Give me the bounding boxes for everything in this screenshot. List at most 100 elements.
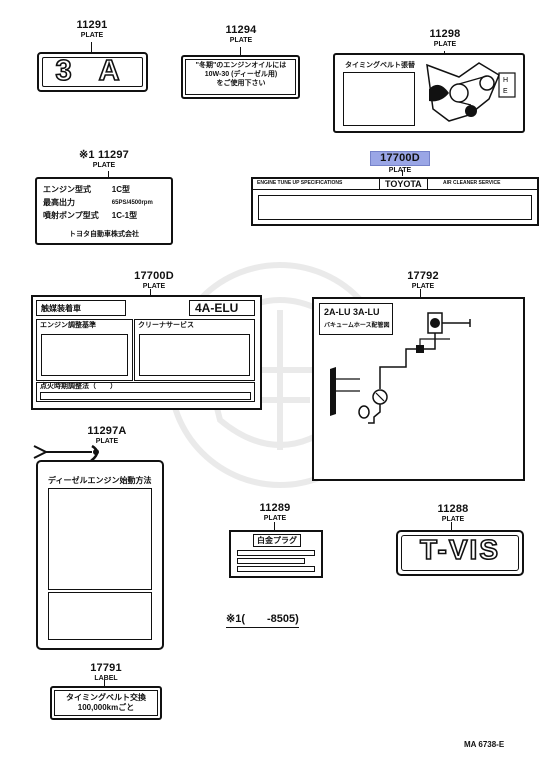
blank-area (258, 195, 532, 220)
timing-belt-diagram: H E (426, 62, 516, 122)
leader-line (420, 289, 421, 297)
part-type: PLATE (411, 283, 435, 290)
left-caption: ENGINE TUNE UP SPECIFICATIONS (257, 180, 343, 186)
leader-line (274, 522, 275, 530)
label-17791: タイミングベルト交換 100,000kmごと (50, 686, 162, 720)
plate-inner-border (401, 535, 519, 571)
part-type: LABEL (94, 675, 118, 682)
text-line: 100,000kmごと (77, 703, 135, 712)
plate-17700D-top: ENGINE TUNE UP SPECIFICATIONS TOYOTA AIR… (251, 177, 539, 226)
part-number: 11297 (98, 149, 129, 161)
leader-line (108, 171, 109, 177)
blank-area (48, 488, 152, 590)
part-type: PLATE (263, 515, 287, 522)
text-line: タイミングベルト交換 (66, 693, 146, 702)
part-number: 11298 (429, 28, 461, 40)
plate-text: "冬期"のエンジンオイルには 10W-30 (ディーゼル用) をご使用下さい (189, 62, 293, 88)
part-number-11298: 11298 PLATE (415, 28, 475, 49)
plate-title: 白金プラグ (253, 534, 301, 547)
plate-text-3a: 3 A (55, 54, 130, 88)
header-text: 触媒装着車 (41, 304, 81, 313)
col-box-1: エンジン調整基準 (36, 319, 133, 381)
col-box-2: クリーナサービス (134, 319, 255, 381)
text-line: 10W-30 (ディーゼル用) (204, 70, 278, 78)
plate-title: ディーゼルエンジン始動方法 (48, 476, 152, 485)
plate-11288: T-VIS (396, 530, 524, 576)
stripe (237, 558, 305, 564)
part-number: 11291 (76, 19, 108, 31)
plate-11298: タイミングベルト張替 H E (333, 53, 525, 133)
text-line: "冬期"のエンジンオイルには (195, 62, 287, 69)
model-text: 4A-ELU (195, 301, 239, 315)
part-number-11291: 11291 PLATE (62, 19, 122, 40)
part-type: PLATE (388, 167, 412, 174)
stripe (237, 566, 315, 572)
leader-line (451, 522, 452, 530)
drawing-reference: MA 6738-E (464, 740, 505, 749)
part-type: PLATE (80, 32, 104, 39)
text-line: をご使用下さい (216, 79, 266, 87)
part-number-11289: 11289 PLATE (245, 502, 305, 523)
leader-line (150, 289, 151, 295)
part-type: PLATE (142, 283, 166, 290)
part-type: PLATE (95, 438, 119, 445)
label-inner-border (54, 690, 158, 716)
part-number-17700D-top: 17700D PLATE (370, 151, 430, 174)
title-box: 2A-LU 3A-LU バキュームホース配管図 (319, 303, 393, 335)
part-number-17792: 17792 PLATE (393, 270, 453, 291)
col-title: エンジン調整基準 (40, 322, 96, 329)
plate-inner-border (42, 57, 143, 87)
part-number: 11288 (437, 503, 469, 515)
note-text: ※1( -8505) (226, 610, 299, 628)
label-text: タイミングベルト交換 100,000kmごと (52, 693, 160, 713)
subtitle-text: バキュームホース配管図 (324, 323, 390, 329)
vacuum-hose-diagram (330, 312, 471, 424)
svg-text:H: H (503, 77, 508, 84)
plate-17700D-mid: 触媒装着車 4A-ELU エンジン調整基準 クリーナサービス 点火時期調整法（ … (31, 295, 262, 410)
footer-text: 点火時期調整法（ ） (40, 383, 117, 390)
part-number: 11294 (225, 24, 257, 36)
plate-inner-border (185, 59, 296, 95)
part-type: PLATE (433, 41, 457, 48)
blank-area (343, 72, 415, 126)
part-number: 17792 (407, 270, 439, 282)
plate-11289: 白金プラグ (229, 530, 323, 578)
part-number: 11289 (259, 502, 291, 514)
leader-line (240, 47, 241, 55)
maker-name: トヨタ自動車株式会社 (69, 231, 139, 239)
blank-area (48, 592, 152, 640)
part-number-11297A: 11297A PLATE (77, 425, 137, 446)
plate-text-tvis: T-VIS (419, 533, 500, 566)
header-cell: 触媒装着車 (36, 300, 126, 316)
part-number-11288: 11288 PLATE (423, 503, 483, 524)
part-number: 17700D (134, 270, 174, 282)
blank-area (41, 334, 128, 376)
part-type: PLATE (92, 162, 116, 169)
part-number-17700D-mid: 17700D PLATE (124, 270, 184, 291)
note-mark: ※1 (79, 149, 95, 161)
part-number-17791: 17791 LABEL (76, 662, 136, 683)
leader-line (91, 42, 92, 52)
part-type: PLATE (229, 37, 253, 44)
right-caption: AIR CLEANER SERVICE (443, 180, 501, 186)
brand-badge: TOYOTA (379, 178, 428, 190)
part-number: 11297A (87, 425, 127, 437)
plate-title: タイミングベルト張替 (345, 62, 415, 69)
footer-box: 点火時期調整法（ ） (36, 382, 255, 402)
blank-area (40, 392, 251, 400)
plate-17792: 2A-LU 3A-LU バキュームホース配管図 (312, 297, 525, 481)
part-number-11294: 11294 PLATE (211, 24, 271, 45)
leader-line (402, 170, 403, 176)
title-text: 2A-LU 3A-LU (324, 307, 380, 317)
plate-11297A: ディーゼルエンジン始動方法 (36, 460, 164, 650)
plate-11291: 3 A (37, 52, 148, 92)
part-number: 17700D (370, 151, 430, 166)
part-number: 17791 (90, 662, 122, 674)
svg-text:E: E (503, 88, 508, 95)
model-cell: 4A-ELU (189, 300, 255, 316)
